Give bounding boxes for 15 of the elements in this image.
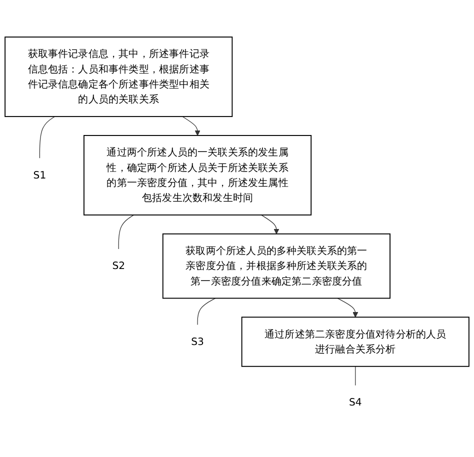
node-box: 通过所述第二亲密度分值对待分析的人员进行融合关系分析 (241, 316, 470, 368)
arrow (337, 298, 358, 318)
node-text: S2 (112, 260, 126, 272)
node-box: 获取两个所述人员的多种关联关系的第一亲密度分值，并根据多种所述关联关系的第一亲密度分值来确定第二亲密度分值 (162, 234, 390, 299)
arrow (260, 214, 280, 234)
connector (355, 366, 356, 386)
node-text: S4 (348, 396, 362, 408)
node-text: S3 (191, 336, 204, 348)
connector (197, 298, 216, 326)
node-box: 获取事件记录信息，其中，所述事件记录信息包括：人员和事件类型，根据所述事件记录信息确定各个所述事件类型中相关的人员的关联关系 (4, 36, 233, 118)
node-box: 通过两个所述人员的一关联关系的发生属性，确定两个所述人员关于所述关联关系的第一亲密度分值，其中，所述发生属性包括发生次数和发生时间 (84, 135, 312, 216)
arrow (182, 116, 200, 136)
node-text: S1 (33, 169, 46, 182)
connector (39, 116, 56, 159)
connector (118, 214, 134, 250)
